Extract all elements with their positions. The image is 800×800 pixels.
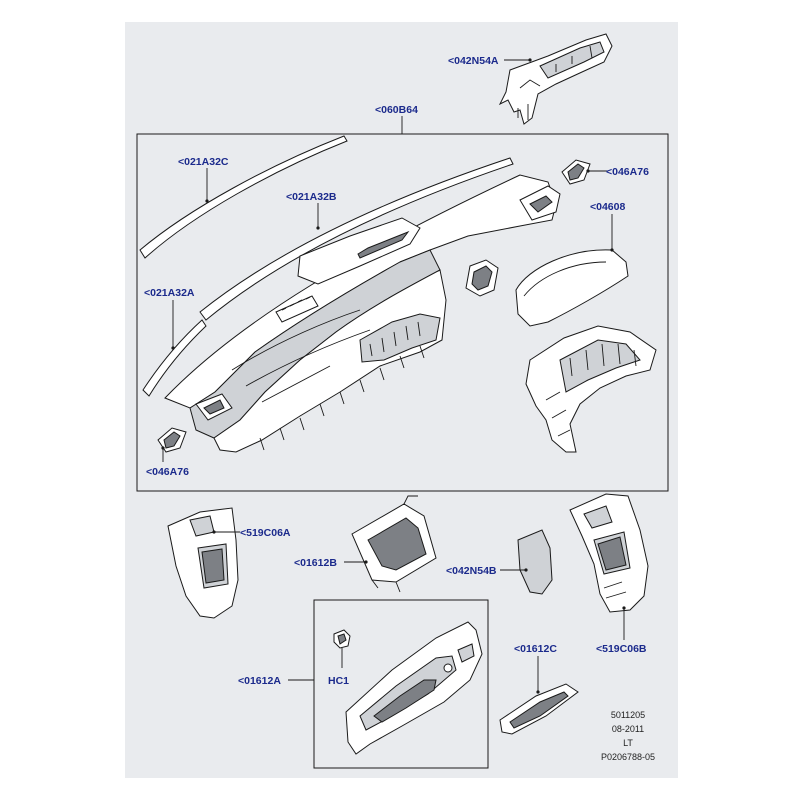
part-519C06B[interactable] [569,493,649,613]
part-046A76-bottom[interactable] [157,427,187,453]
lower-assembly-box [313,599,489,769]
part-042N54A[interactable] [498,33,613,125]
part-046A76-top[interactable] [561,159,591,185]
footer-part-ref: P0206788-05 [601,752,655,762]
part-glovebox-bin[interactable] [525,325,657,453]
part-01612B[interactable] [351,495,437,593]
label-01612C[interactable]: <01612C [514,643,557,655]
label-519C06B[interactable]: <519C06B [596,643,647,655]
part-042N54B[interactable] [517,529,553,595]
label-01612B[interactable]: <01612B [294,557,337,569]
part-04608[interactable] [515,249,629,327]
label-060B64[interactable]: <060B64 [375,104,418,116]
label-HC1[interactable]: HC1 [328,675,349,687]
label-021A32B[interactable]: <021A32B [286,191,337,203]
label-01612A[interactable]: <01612A [238,675,281,687]
label-042N54B[interactable]: <042N54B [446,565,497,577]
main-assembly-box [136,133,669,492]
footer-lt: LT [623,738,633,748]
part-021A32B[interactable] [199,157,514,321]
label-042N54A[interactable]: <042N54A [448,55,499,67]
part-021A32C[interactable] [139,135,348,259]
footer-code-1: 5011205 [611,710,645,720]
part-01612C[interactable] [499,683,579,735]
label-046A76-bottom[interactable]: <046A76 [146,466,189,478]
label-046A76-top[interactable]: <046A76 [606,166,649,178]
part-center-bracket[interactable] [465,259,499,297]
label-021A32C[interactable]: <021A32C [178,156,229,168]
part-HC1[interactable] [333,629,351,649]
label-021A32A[interactable]: <021A32A [144,287,195,299]
footer-date: 08-2011 [612,724,644,734]
label-04608[interactable]: <04608 [590,201,625,213]
label-519C06A[interactable]: <519C06A [240,527,291,539]
part-instrument-panel[interactable] [164,174,561,453]
part-01612A[interactable] [345,621,483,755]
part-021A32A[interactable] [142,319,207,397]
part-519C06A[interactable] [167,507,239,619]
